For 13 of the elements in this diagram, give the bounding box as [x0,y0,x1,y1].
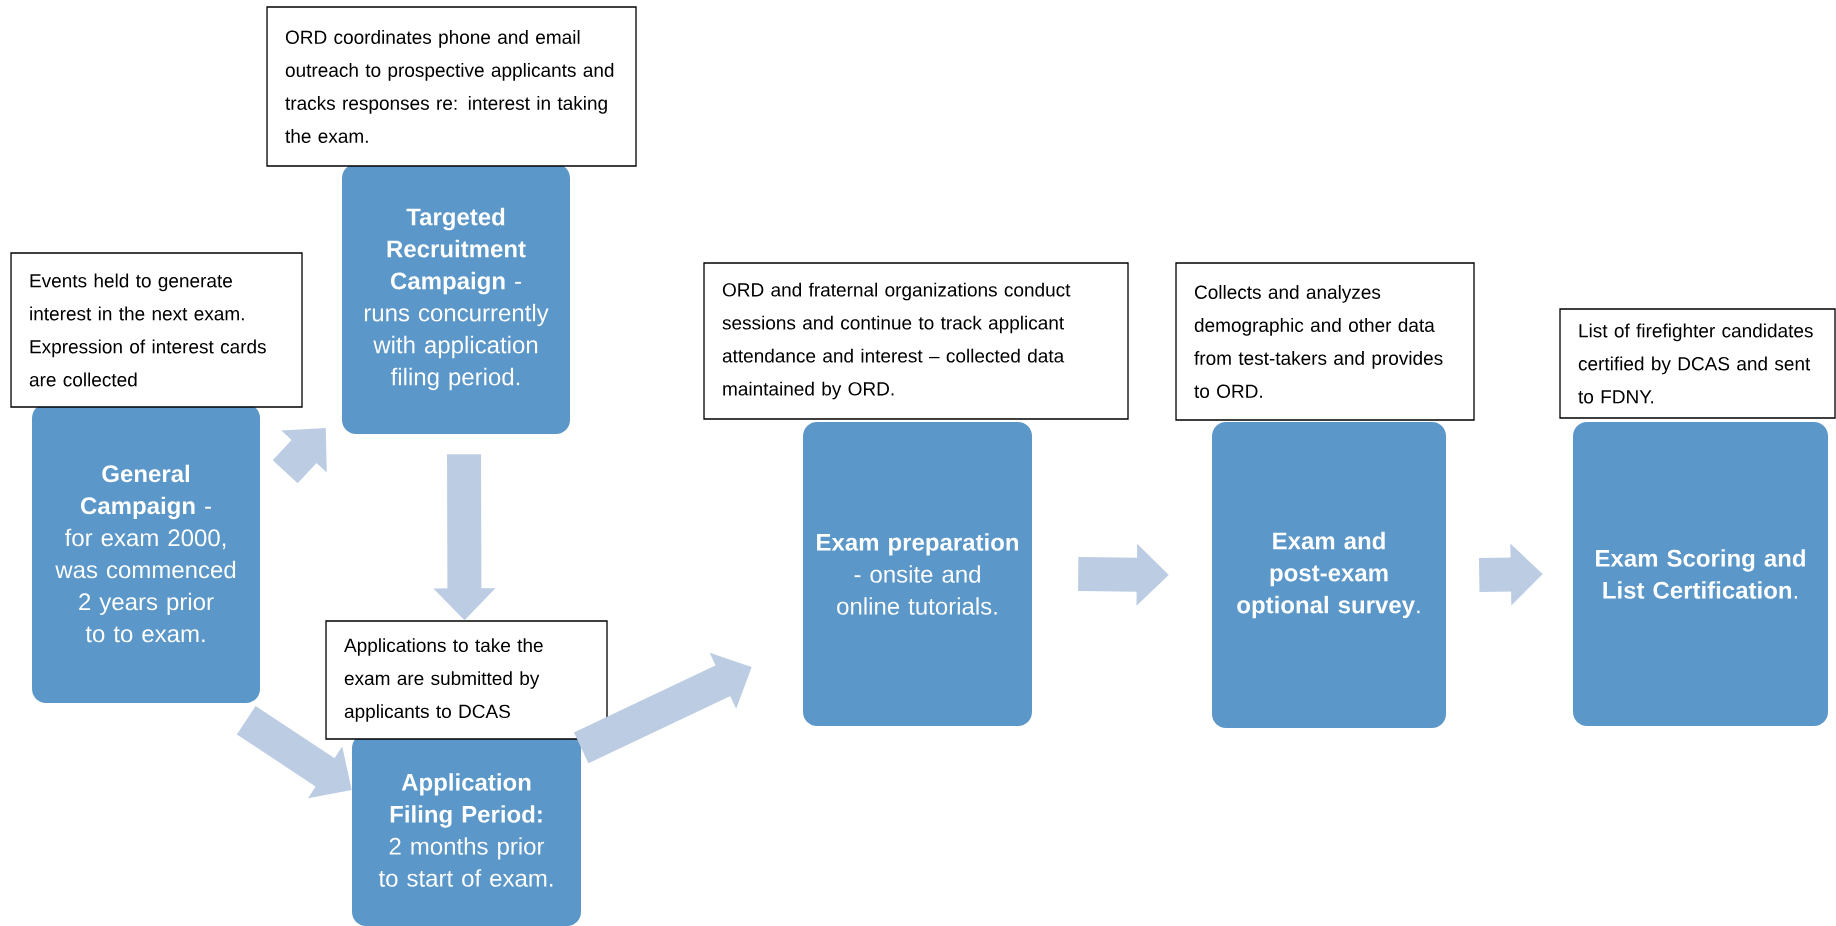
note-box: List of firefighter candidates certified by DCAS and sent to FDNY. [1559,308,1836,419]
note-box: Collects and analyzes demographic and other data from test-takers and provides to ORD. [1175,262,1475,421]
process-box: Targeted Recruitment Campaign - runs concurrently with application filing period. [342,164,570,434]
block-arrow [272,428,327,484]
process-box: Exam preparation - onsite and online tutorials. [803,422,1032,726]
process-box: Exam and post-exam optional survey. [1212,422,1446,728]
process-box: Exam Scoring and List Certification. [1573,422,1828,726]
note-box: ORD coordinates phone and email outreach to prospective applicants and tracks responses re: interest in taking the exam. [266,6,637,167]
process-box: General Campaign - for exam 2000, was commenced 2 years prior to to exam. [32,404,260,703]
note-box: ORD and fraternal organizations conduct sessions and continue to track applicant attendance and interest – collected data maintained by ORD. [703,262,1129,420]
note-box: Events held to generate interest in the next exam. Expression of interest cards are collected [10,252,303,408]
note-box: Applications to take the exam are submitted by applicants to DCAS [325,620,608,740]
process-box: Application Filing Period: 2 months prior to start of exam. [352,734,581,926]
